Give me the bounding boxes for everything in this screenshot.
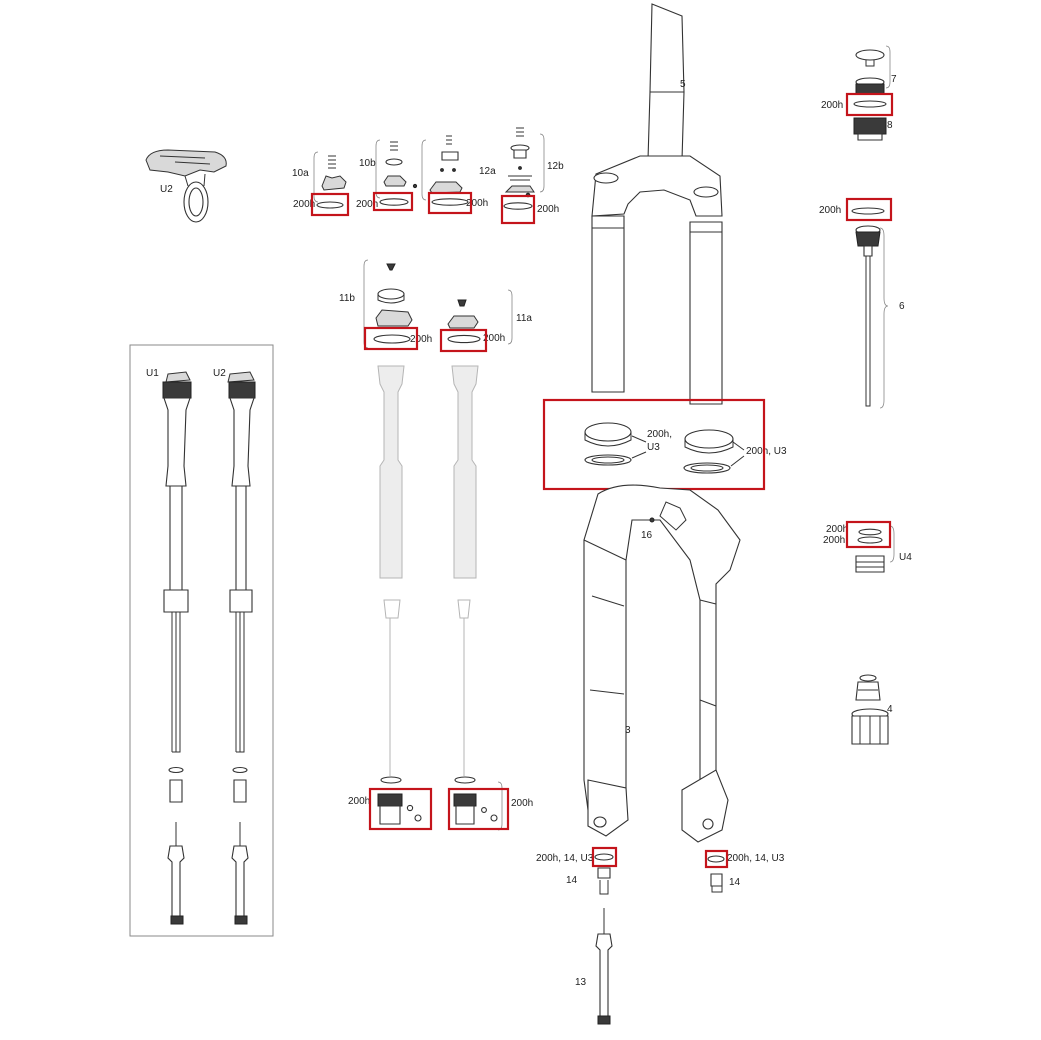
label-14-right: 14 — [729, 877, 741, 888]
label-box-u1: U1 — [146, 368, 159, 379]
part-group-u4 — [855, 525, 895, 573]
part-group-12a — [421, 135, 469, 206]
label-dust-left-line2: U3 — [647, 442, 660, 453]
label-u4: U4 — [899, 552, 912, 563]
label-3: 3 — [625, 725, 631, 736]
cartridge-u2 — [227, 371, 256, 925]
ghost-damper-assemblies — [377, 365, 479, 776]
lower-legs — [583, 484, 741, 843]
label-u2-remote: U2 — [160, 184, 173, 195]
highlight-seal-11a — [439, 328, 488, 353]
label-10a: 10a — [292, 168, 309, 179]
label-seal-7: 200h — [821, 100, 843, 111]
label-6: 6 — [899, 301, 905, 312]
label-seal-12a: 200h — [466, 198, 488, 209]
highlight-seal-6 — [845, 197, 893, 222]
highlight-seal-10b — [372, 191, 414, 212]
label-16: 16 — [641, 530, 653, 541]
highlight-base-left — [368, 787, 433, 831]
label-dust-right: 200h, U3 — [746, 446, 787, 457]
label-seal-6: 200h — [819, 205, 841, 216]
label-dust-left-line1: 200h, — [647, 429, 672, 440]
bolt-right-14 — [707, 855, 725, 893]
label-seal-10b: 200h — [356, 199, 378, 210]
label-12b: 12b — [547, 161, 564, 172]
rod-13 — [595, 908, 613, 1025]
highlight-u4-seals — [845, 520, 892, 549]
label-u4-bottom: 200h — [823, 535, 845, 546]
label-8: 8 — [887, 120, 893, 131]
highlight-bolt-left — [591, 846, 618, 868]
label-10b: 10b — [359, 158, 376, 169]
label-5: 5 — [680, 79, 686, 90]
highlight-seal-12a — [427, 191, 473, 215]
label-seal-11b: 200h — [410, 334, 432, 345]
cable-guide-16 — [649, 501, 687, 531]
air-spring-6 — [851, 207, 889, 409]
remote-lever-u2 — [145, 149, 227, 223]
label-base-right: 200h — [511, 798, 533, 809]
part-group-11a — [447, 289, 513, 345]
part-group-10b — [375, 139, 418, 206]
cartridge-u1 — [162, 371, 192, 925]
label-11b: 11b — [339, 293, 355, 304]
label-seal-11a: 200h — [483, 333, 505, 344]
part-group-11b — [363, 259, 413, 349]
bolt-left-14 — [594, 853, 614, 895]
label-u4-top: 200h — [826, 524, 848, 535]
label-box-u2: U2 — [213, 368, 226, 379]
dust-seal-group — [584, 422, 745, 474]
label-13: 13 — [575, 977, 587, 988]
label-bolt-right: 200h, 14, U3 — [727, 853, 785, 864]
u1-u2-framed-box — [129, 344, 274, 937]
label-base-left: 200h — [348, 796, 370, 807]
highlight-base-right — [447, 787, 510, 831]
label-seal-12b: 200h — [537, 204, 559, 215]
highlight-seal-12b — [500, 194, 536, 225]
label-bolt-left: 200h, 14, U3 — [536, 853, 594, 864]
highlight-seal-7 — [845, 92, 894, 117]
part-group-12b — [503, 127, 545, 210]
highlight-seal-10a — [310, 192, 350, 217]
highlight-bolt-right — [704, 849, 729, 869]
label-seal-10a: 200h — [293, 199, 315, 210]
label-7: 7 — [891, 74, 897, 85]
crown-steerer-assembly — [591, 3, 723, 405]
label-14-left: 14 — [566, 875, 578, 886]
base-valve-right — [453, 776, 503, 831]
label-4: 4 — [887, 704, 893, 715]
label-11a: 11a — [516, 313, 532, 324]
highlight-seal-11b — [363, 326, 419, 351]
base-valve-left — [377, 776, 422, 825]
label-12a: 12a — [479, 166, 496, 177]
part-group-10a — [313, 151, 347, 209]
part-group-7-8 — [853, 45, 891, 141]
part-group-4 — [851, 674, 889, 745]
